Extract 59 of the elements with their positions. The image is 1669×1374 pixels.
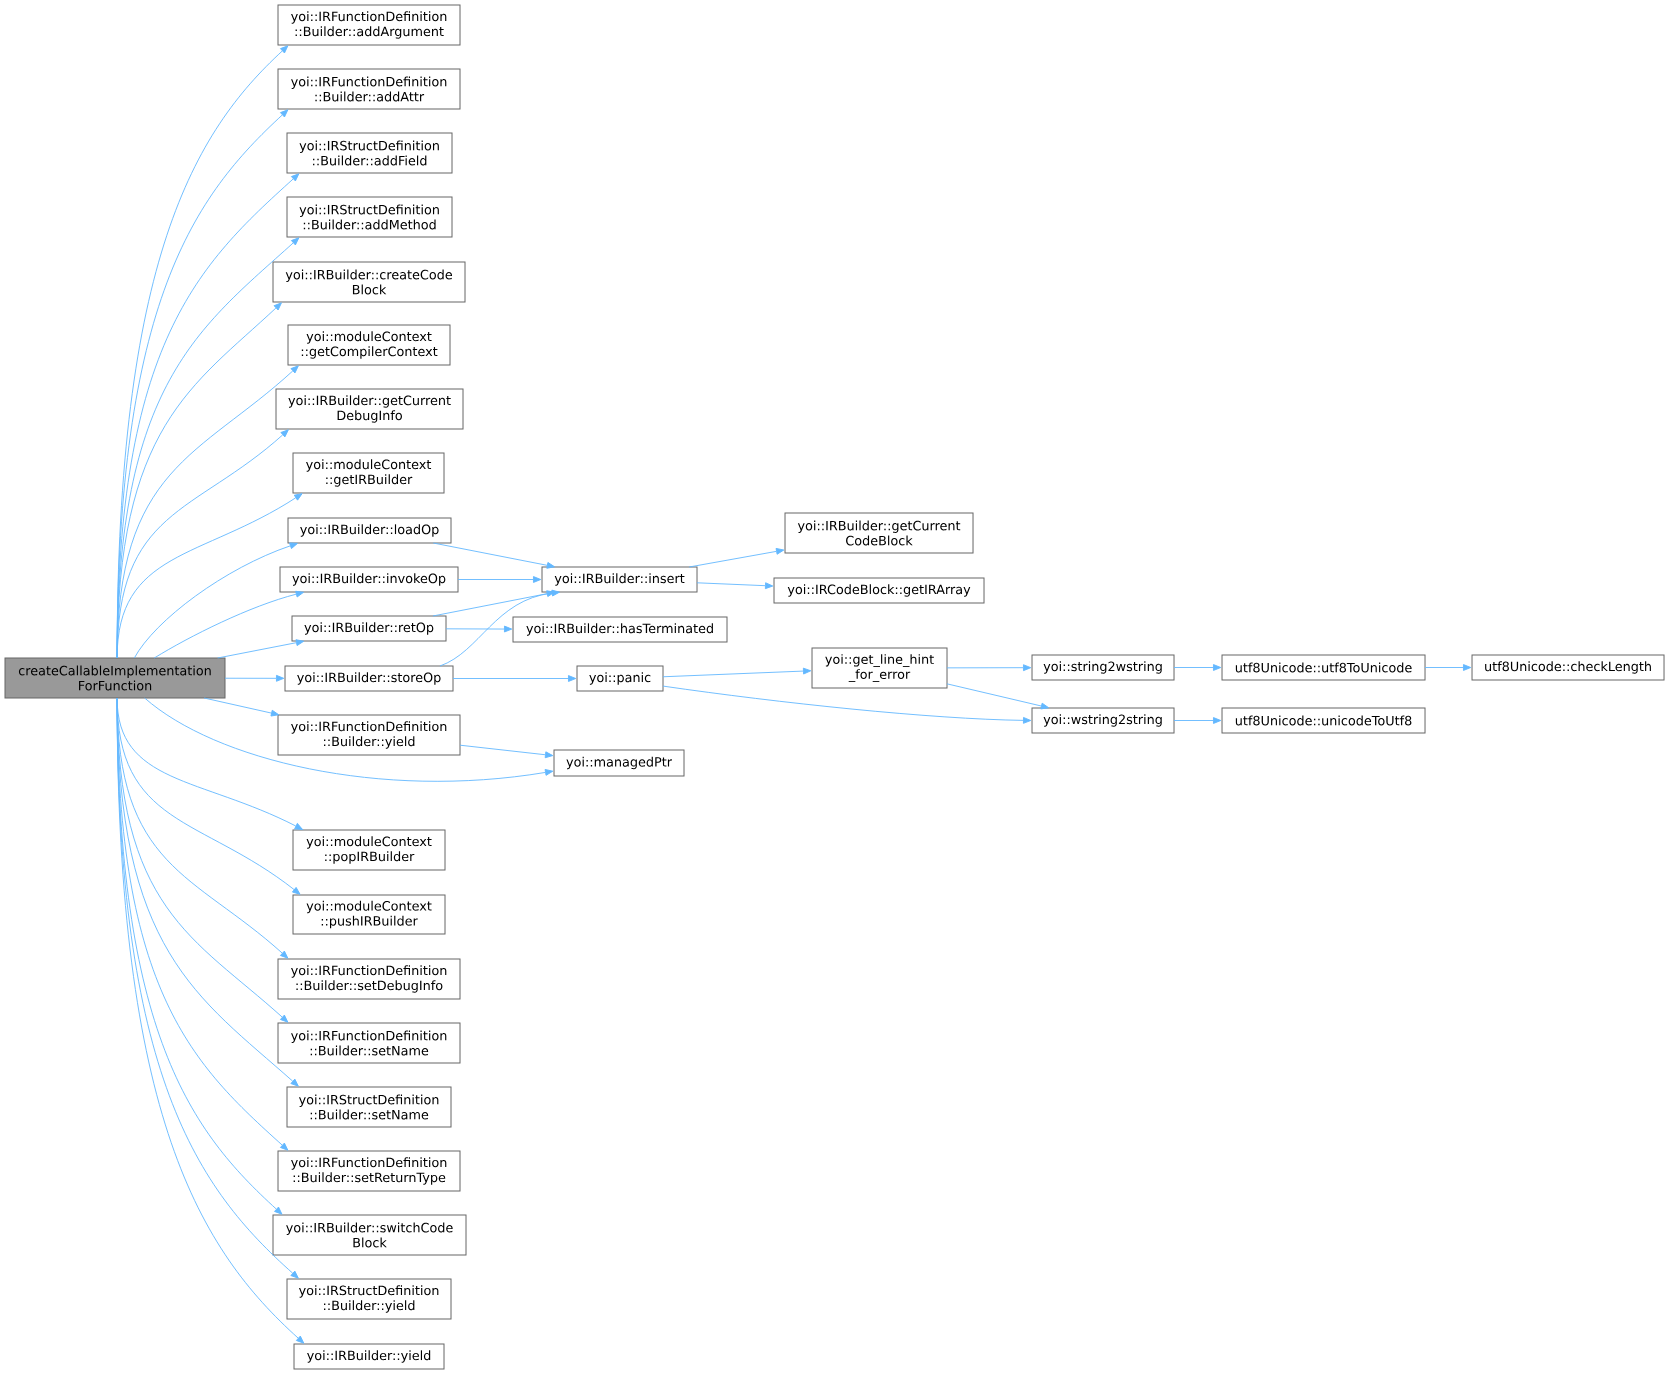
arrow: [1173, 717, 1222, 724]
function-box: yoi::IRFunctionDefinition ::Builder::setName: [277, 1022, 461, 1064]
arrow: [452, 675, 577, 682]
function-box: yoi::string2wstring: [1031, 654, 1175, 681]
function-box: yoi::panic: [576, 665, 664, 692]
function-box: yoi::get_line_hint _for_error: [811, 647, 948, 689]
function-box: yoi::IRBuilder::retOp: [291, 615, 447, 642]
arrow: [688, 547, 785, 568]
function-box: yoi::moduleContext ::popIRBuilder: [292, 829, 446, 871]
arrow: [116, 493, 303, 659]
arrow: [432, 590, 555, 617]
function-box: utf8Unicode::unicodeToUtf8: [1221, 707, 1426, 734]
function-box: utf8Unicode::utf8ToUnicode: [1221, 654, 1426, 681]
arrow: [662, 685, 1032, 724]
arrow: [445, 625, 513, 633]
function-box: yoi::IRStructDefinition ::Builder::addField: [286, 132, 453, 174]
function-box: yoi::wstring2string: [1031, 707, 1175, 734]
function-box: yoi::IRStructDefinition ::Builder::yield: [286, 1278, 452, 1320]
function-box: yoi::IRStructDefinition ::Builder::addMethod: [286, 196, 453, 238]
function-box: yoi::moduleContext ::getIRBuilder: [292, 452, 445, 494]
function-box: yoi::managedPtr: [553, 749, 685, 777]
function-box: yoi::IRBuilder::createCode Block: [272, 261, 466, 303]
arrow: [116, 365, 299, 659]
function-box: yoi::IRFunctionDefinition ::Builder::yield: [277, 714, 461, 756]
function-box: yoi::IRStructDefinition ::Builder::setName: [286, 1086, 452, 1128]
arrow: [217, 639, 305, 659]
current-function-box: createCallableImplementation ForFunction: [4, 657, 226, 699]
arrow: [662, 667, 812, 678]
arrow: [1173, 664, 1222, 671]
function-box: yoi::IRBuilder::insert: [541, 566, 698, 593]
function-box: yoi::moduleContext ::getCompilerContext: [287, 324, 451, 366]
arrow: [153, 590, 304, 659]
arrow: [457, 576, 542, 583]
function-box: yoi::IRBuilder::yield: [293, 1343, 445, 1370]
function-box: yoi::IRBuilder::getCurrent CodeBlock: [784, 512, 974, 554]
function-box: yoi::IRCodeBlock::getIRArray: [773, 577, 985, 604]
arrow: [1424, 664, 1472, 671]
arrow: [946, 683, 1050, 710]
arrow: [439, 589, 560, 667]
arrow: [946, 664, 1032, 672]
arrow: [459, 744, 554, 759]
function-box: yoi::IRFunctionDefinition ::Builder::setDebugInfo: [277, 958, 461, 1000]
function-box: yoi::IRBuilder::invokeOp: [279, 566, 459, 593]
function-box: yoi::IRBuilder::hasTerminated: [512, 616, 728, 643]
function-box: yoi::IRBuilder::getCurrent DebugInfo: [275, 388, 464, 430]
function-box: yoi::IRBuilder::storeOp: [284, 665, 454, 692]
arrow: [696, 582, 774, 590]
function-box: yoi::IRBuilder::loadOp: [287, 517, 452, 544]
function-box: yoi::moduleContext ::pushIRBuilder: [292, 894, 446, 935]
arrow: [224, 674, 285, 682]
arrow: [203, 697, 280, 717]
arrow: [432, 542, 555, 569]
function-box: yoi::IRBuilder::switchCode Block: [272, 1214, 467, 1256]
function-box: yoi::IRFunctionDefinition ::Builder::addAttr: [277, 68, 461, 110]
function-box: yoi::IRFunctionDefinition ::Builder::addArgument: [277, 4, 461, 46]
arrow: [144, 697, 554, 782]
function-box: utf8Unicode::checkLength: [1471, 654, 1665, 681]
arrow: [133, 542, 298, 659]
function-box: yoi::IRFunctionDefinition ::Builder::setReturnType: [277, 1150, 461, 1192]
